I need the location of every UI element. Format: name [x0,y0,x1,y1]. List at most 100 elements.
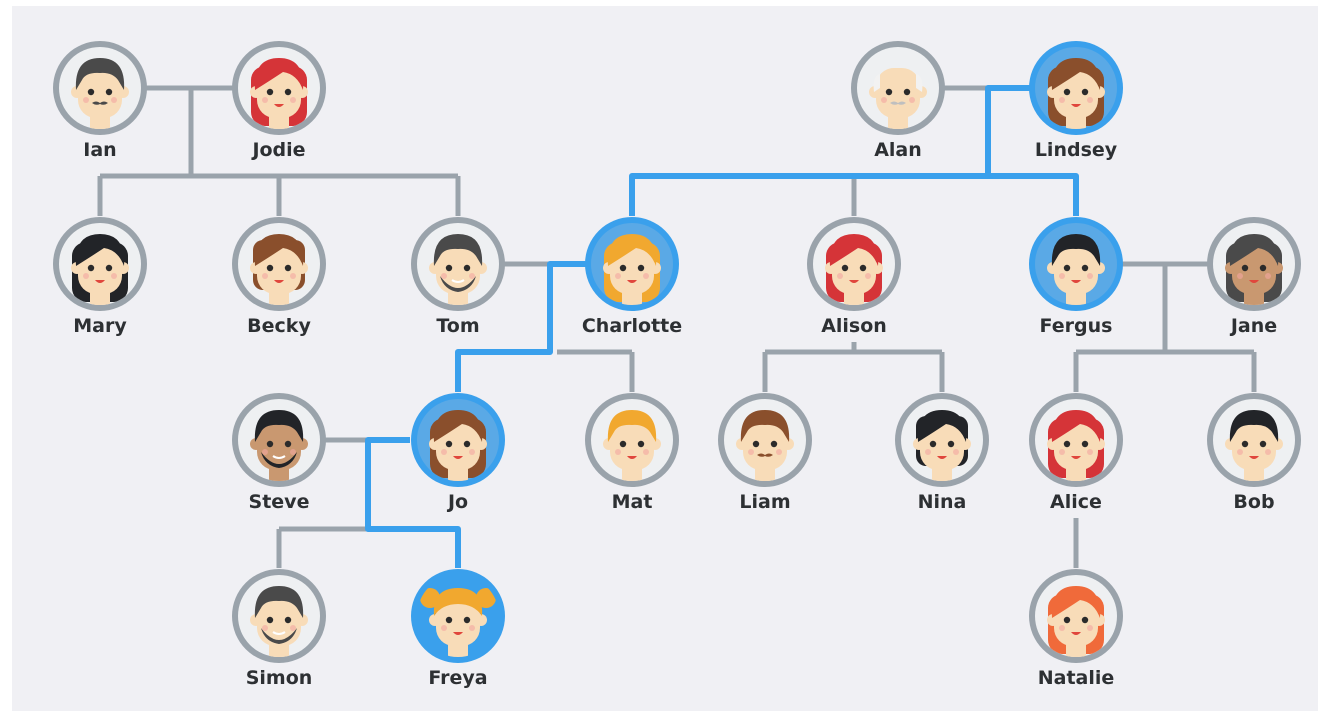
eye-right [637,440,645,448]
family-tree-canvas: Ian Jodie Alan Lindsey Mary Becky Tom Ch… [12,6,1318,711]
cheek-right [469,449,475,455]
person-name: Fergus [1039,315,1113,337]
eye-right [284,440,292,448]
mouth [627,280,637,283]
face [257,596,301,646]
eye-right [284,88,292,96]
eye-right [1259,264,1267,272]
avatar-portrait [825,234,883,305]
person-name: Alan [874,139,922,161]
cheek-left [83,97,89,103]
cheek-left [1059,625,1065,631]
avatar-portrait [71,234,129,305]
cheek-left [441,625,447,631]
avatar-portrait [1225,410,1283,481]
avatar-alice [1029,393,1123,487]
eye-left [445,264,453,272]
connector-charlotte-children [557,349,635,392]
mouth [272,455,286,459]
eye-left [619,440,627,448]
avatar-mary [53,217,147,311]
face [257,420,301,470]
lineage-highlight-lindsey-charlotte [629,85,1034,216]
eye-left [1063,616,1071,624]
eye-right [637,264,645,272]
avatar-portrait [429,234,487,305]
connector-ian-jodie [97,85,461,216]
hair-top [607,410,657,442]
eye-right [1259,440,1267,448]
mouth [937,456,947,459]
person-name: Liam [739,491,791,513]
eye-right [463,264,471,272]
avatar-portrait [71,58,129,129]
person-name: Becky [247,315,311,337]
face [436,596,480,646]
person-name: Lindsey [1034,139,1118,161]
person-name: Nina [917,491,967,513]
hair-top [1051,58,1101,90]
eye-left [266,264,274,272]
cheek-left [1237,449,1243,455]
avatar-mat [585,393,679,487]
face [743,420,787,470]
person-name: Steve [248,491,310,513]
hair-top [254,58,304,90]
eye-right [1081,88,1089,96]
cheek-right [1087,449,1093,455]
cheek-right [865,273,871,279]
cheek-right [290,449,296,455]
face [1054,244,1098,294]
cheek-right [776,449,782,455]
cheek-left [441,449,447,455]
person-name: Alice [1050,491,1102,513]
hair-top [433,588,483,616]
eye-right [770,440,778,448]
face [1232,420,1276,470]
hair-top [254,410,304,442]
avatar-charlotte [585,217,679,311]
avatar-fergus [1029,217,1123,311]
cheek-right [290,625,296,631]
avatar-portrait [250,58,308,129]
cheek-left [262,273,268,279]
connector-alison-children [762,342,945,392]
person-name: Natalie [1037,667,1115,689]
avatar-alan [851,41,945,135]
person-name: Freya [428,667,488,689]
eye-left [445,440,453,448]
cheek-left [837,273,843,279]
avatar-simon [232,569,326,663]
mouth [453,632,463,635]
person-name: Alison [821,315,887,337]
avatar-portrait [736,410,794,481]
avatar-steve [232,393,326,487]
mouth [1071,104,1081,107]
person-name: Mat [611,491,653,513]
hair-top [1051,586,1101,618]
cheek-left [83,273,89,279]
eye-right [463,440,471,448]
lineage-highlight-lindsey-fergus [988,173,1079,216]
cheek-left [1059,449,1065,455]
hair-top [75,234,125,266]
beard [261,452,297,468]
avatar-tom [411,217,505,311]
eye-right [105,264,113,272]
eye-left [266,616,274,624]
cheek-right [953,449,959,455]
hair-top [607,234,657,266]
person-name: Charlotte [581,315,683,337]
mouth [1249,456,1259,459]
family-tree-connectors [97,85,1257,568]
avatar-lindsey [1029,41,1123,135]
avatar-bob [1207,393,1301,487]
mouth [95,280,105,283]
avatar-portrait [1047,234,1105,305]
face [610,420,654,470]
cheek-right [290,97,296,103]
face [436,244,480,294]
mouth [1071,632,1081,635]
avatar-portrait [603,234,661,305]
eye-left [885,88,893,96]
